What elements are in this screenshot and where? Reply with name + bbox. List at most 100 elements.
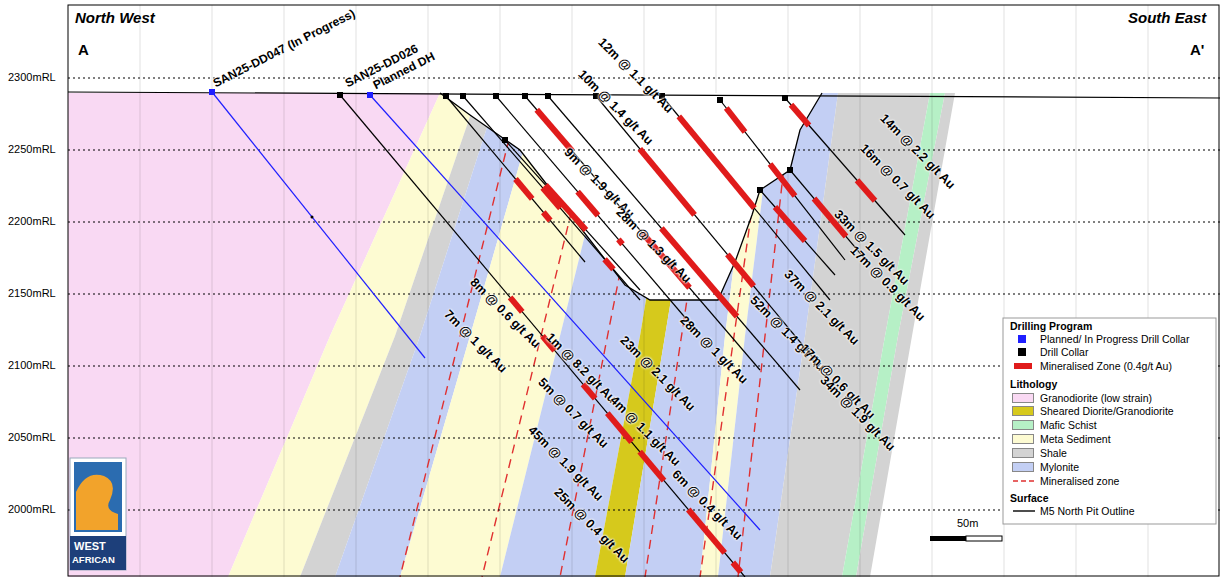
- drill-trace: [720, 100, 845, 260]
- legend-entry: M5 North Pit Outline: [1012, 504, 1212, 518]
- legend-swatch: [1012, 420, 1034, 430]
- drill-trace: [446, 96, 585, 262]
- legend-entry: Mineralised zone: [1012, 474, 1212, 488]
- legend-swatch: [1012, 393, 1034, 403]
- legend-line-sample: [1012, 474, 1036, 488]
- drill-trace: [496, 96, 700, 335]
- drill-collar: [757, 187, 763, 193]
- logo-shape: [76, 475, 118, 530]
- elevation-label: 2100mRL: [8, 359, 56, 372]
- grid-line: [428, 5, 429, 577]
- logo-text: AFRICAN: [72, 554, 115, 565]
- mineralised-interval: [516, 179, 533, 199]
- mineralised-interval: [537, 110, 572, 151]
- section-end: A: [78, 41, 89, 59]
- scale-bar: [930, 536, 966, 541]
- legend-entry: Shale: [1012, 446, 1212, 460]
- hole-name: SAN25-DD047 (In Progress): [211, 6, 358, 90]
- legend-entry: Mineralised Zone (0.4g/t Au): [1012, 359, 1212, 373]
- mineralised-interval: [857, 180, 875, 201]
- mineralised-interval: [618, 239, 622, 244]
- elevation-label: 2150mRL: [8, 287, 56, 300]
- legend-text: Planned/ In Progress Drill Collar: [1040, 332, 1189, 346]
- lithology-bands: [68, 93, 955, 577]
- intercept-label: 28m @ 1 g/t Au: [677, 313, 751, 387]
- legend-heading: Drilling Program: [1010, 320, 1092, 333]
- mineralised-interval: [605, 259, 614, 269]
- legend-text: Mineralised zone: [1040, 474, 1119, 488]
- elevation-label: 2300mRL: [8, 71, 56, 84]
- intercept-label: 17m @ 0.6 g/t Au: [797, 341, 878, 422]
- legend-text: Granodiorite (low strain): [1040, 391, 1152, 405]
- legend-swatch: [1014, 363, 1032, 369]
- section-frame: [68, 5, 1219, 576]
- mineralised-interval: [733, 563, 741, 573]
- legend-text: Mafic Schist: [1040, 418, 1097, 432]
- legend-swatch: [1018, 348, 1026, 356]
- grid-line: [572, 5, 573, 577]
- drill-trace: [463, 96, 640, 300]
- legend-swatch: [1012, 406, 1034, 416]
- legend-line: [1013, 480, 1035, 481]
- drill-collar: [787, 167, 793, 173]
- mineralised-interval: [770, 164, 795, 196]
- company-logo: [70, 458, 126, 570]
- legend-entry: Granodiorite (low strain): [1012, 391, 1212, 405]
- elevation-label: 2250mRL: [8, 143, 56, 156]
- elevation-label: 2050mRL: [8, 431, 56, 444]
- elevation-line: [68, 222, 1220, 223]
- legend-entry: Drill Collar: [1012, 345, 1212, 359]
- intercept-label: 23m @ 2.1 g/t Au: [617, 333, 698, 414]
- legend-swatch: [1018, 335, 1026, 343]
- drill-collar: [502, 137, 508, 143]
- legend-entry: Mylonite: [1012, 460, 1212, 474]
- drill-trace: [370, 95, 760, 530]
- grid-line: [788, 5, 789, 577]
- grid-lines: [140, 5, 1148, 577]
- legend-line: [1013, 510, 1035, 511]
- scale-bar: [966, 536, 1002, 541]
- logo-band: [70, 536, 126, 570]
- legend-swatch: [1012, 462, 1034, 472]
- drill-collar: [717, 97, 723, 103]
- logo-sky: [74, 462, 122, 532]
- drill-trace: [760, 190, 835, 275]
- grid-line: [860, 5, 861, 577]
- drill-collar: [493, 93, 499, 99]
- legend-heading: Surface: [1010, 492, 1049, 505]
- legend-swatch: [1012, 434, 1034, 444]
- survey-point: [311, 216, 314, 219]
- legend-text: Sheared Diorite/Granodiorite: [1040, 404, 1174, 418]
- drill-trace: [340, 95, 745, 577]
- mineralised-zone-line: [400, 95, 520, 577]
- legend-text: Meta Sediment: [1040, 432, 1111, 446]
- logo-ground: [70, 458, 126, 570]
- legend-box: [1003, 318, 1216, 524]
- mineralised-interval: [775, 207, 805, 241]
- mineralised-interval: [727, 254, 753, 286]
- section-end: A': [1190, 41, 1204, 59]
- drill-trace: [548, 96, 800, 390]
- drill-collar: [782, 95, 788, 101]
- mineralised-interval: [726, 108, 745, 132]
- legend-text: M5 North Pit Outline: [1040, 504, 1135, 518]
- legend-entry: Sheared Diorite/Granodiorite: [1012, 404, 1212, 418]
- drill-collar: [209, 89, 215, 95]
- intercept-label: 4m @ 1.1 g/t Au: [607, 393, 683, 469]
- legend-text: Mineralised Zone (0.4g/t Au): [1040, 359, 1172, 373]
- legend-entry: Mafic Schist: [1012, 418, 1212, 432]
- grid-line: [284, 5, 285, 577]
- view-direction: North West: [75, 9, 155, 27]
- mineralised-interval: [578, 192, 598, 216]
- intercept-label: 34m @ 1.9 g/t Au: [817, 373, 898, 454]
- drill-collar: [443, 93, 449, 99]
- legend-text: Drill Collar: [1040, 345, 1088, 359]
- mineralised-interval: [546, 185, 587, 230]
- legend-text: Shale: [1040, 446, 1067, 460]
- logo-text: WEST: [74, 540, 106, 553]
- elevation-line: [68, 294, 1220, 295]
- drill-collar: [545, 93, 551, 99]
- legend-entry: Planned/ In Progress Drill Collar: [1012, 332, 1212, 346]
